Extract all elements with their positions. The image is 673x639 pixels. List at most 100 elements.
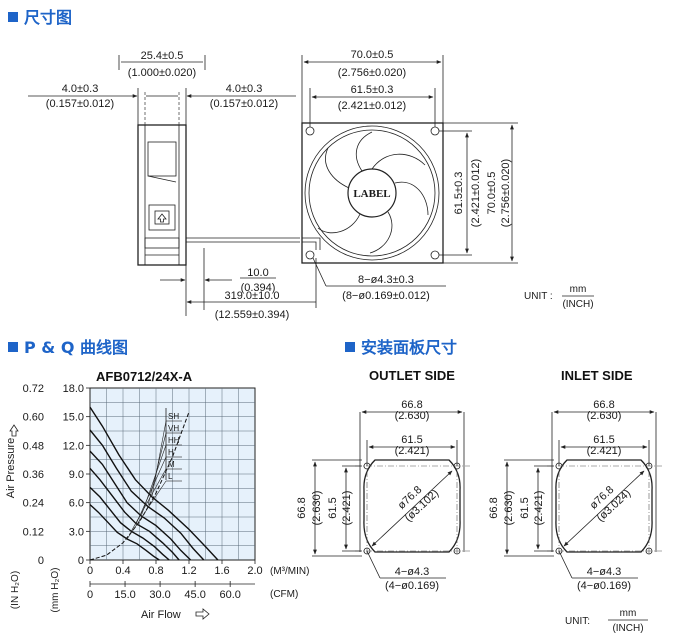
mount-hole-icon [305,250,315,260]
outlet-panel: 66.8 (2.630) 61.5 (2.421) ø76.8 (ø3.102)… [296,399,470,592]
svg-text:4−ø4.3: 4−ø4.3 [587,566,622,578]
panel-hole-icon [555,462,563,470]
hole-span-v-mm: 61.5±0.3 [453,172,465,215]
speed-label: HH [168,436,180,445]
m3-tick-label: 0 [87,565,93,577]
svg-text:(2.630): (2.630) [311,491,323,526]
cfm-unit: (CFM) [270,589,298,600]
in-h2o-tick-label: 0.72 [23,383,44,395]
speed-label: VH [168,424,179,433]
pq-curve-h [89,467,180,561]
strip-length-inch: (0.394) [241,282,276,294]
speed-leader-line [135,456,167,524]
in-h2o-tick-label: 0.60 [23,412,44,424]
m3-tick-label: 2.0 [247,565,262,577]
inlet-panel: 66.8 (2.630) 61.5 (2.421) ø76.8 (ø3.024)… [488,399,662,592]
mm-h2o-tick-label: 0 [78,555,84,567]
fan-label-text: LABEL [353,188,390,200]
hole-span-v-inch: (2.421±0.012) [470,159,482,227]
pq-chart-grid [90,388,255,560]
svg-text:mm: mm [620,608,637,619]
speed-label: SH [168,412,179,421]
outlet-side-title: OUTLET SIDE [369,368,455,383]
svg-text:61.5: 61.5 [593,434,614,446]
right-flange-mm: 4.0±0.3 [226,83,263,95]
in-h2o-tick-label: 0.12 [23,526,44,538]
bullet-square-icon [8,342,18,352]
panel-hole-icon [645,462,653,470]
section-pq-title: P & Q 曲线图 [8,334,128,358]
holes-inch: (8−ø0.169±0.012) [342,290,430,302]
speed-leader-line [151,420,167,497]
panel-hole-icon [453,547,461,555]
mm-h2o-unit: (mm H₂O) [50,568,61,613]
speed-label: H [168,448,174,457]
svg-text:(2.421): (2.421) [533,491,545,526]
speed-leader-line [126,480,167,540]
svg-text:(2.630): (2.630) [503,491,515,526]
speed-leader-line [130,468,167,532]
fan-front-view: LABEL [301,122,444,264]
air-pressure-label: Air Pressure [5,438,17,499]
mm-h2o-tick-label: 9.0 [69,469,84,481]
hole-span-inch: (2.421±0.012) [338,100,406,112]
left-flange-mm: 4.0±0.3 [62,83,99,95]
mm-h2o-tick-label: 12.0 [63,440,84,452]
m3-tick-label: 0.4 [115,565,130,577]
pq-curve-l [89,504,160,561]
dim-front-height: 61.5±0.3 (2.421±0.012) 70.0±0.5 (2.756±0… [439,122,518,264]
bullet-square-icon [8,12,18,22]
svg-text:(4−ø0.169): (4−ø0.169) [385,580,439,592]
svg-text:61.5: 61.5 [519,497,531,518]
mm-h2o-tick-label: 6.0 [69,498,84,510]
speed-leader-line [147,432,167,507]
fan-side-view [137,88,187,266]
panel-hole-icon [453,462,461,470]
pressure-arrow-icon [9,424,19,437]
in-h2o-tick-label: 0.36 [23,469,44,481]
overall-height-mm: 70.0±0.5 [486,172,498,215]
svg-text:UNIT:: UNIT: [565,616,590,627]
overall-width-inch: (2.756±0.020) [338,67,406,79]
svg-text:4−ø4.3: 4−ø4.3 [395,566,430,578]
holes-mm: 8−ø4.3±0.3 [358,274,414,286]
svg-text:66.8: 66.8 [593,399,614,411]
unit-legend-bottom: UNIT: mm (INCH) [565,608,648,634]
svg-text:(2.630): (2.630) [587,410,622,422]
lead-wires: 10.0 (0.394) 319.0±10.0 (12.559±0.394) [160,237,317,321]
cfm-tick-label: 60.0 [219,589,240,601]
svg-text:(2.630): (2.630) [395,410,430,422]
in-h2o-tick-label: 0 [38,555,44,567]
dim-flanges: 4.0±0.3 (0.157±0.012) 4.0±0.3 (0.157±0.0… [28,83,296,110]
lead-length-mm: 319.0±10.0 [225,290,280,302]
svg-text:66.8: 66.8 [401,399,422,411]
hole-span-mm: 61.5±0.3 [351,84,394,96]
airflow-direction-icon [154,210,170,225]
m3-unit: (M³/MIN) [270,566,309,577]
section-dimensions-title: 尺寸图 [8,4,72,28]
strip-length-mm: 10.0 [247,267,268,279]
svg-text:UNIT :: UNIT : [524,291,553,302]
pq-chart-title: AFB0712/24X-A [96,369,193,384]
m3-tick-label: 1.2 [181,565,196,577]
svg-text:(INCH): (INCH) [612,623,643,634]
panel-hole-icon [363,462,371,470]
svg-text:61.5: 61.5 [327,497,339,518]
svg-text:mm: mm [570,284,587,295]
dim-side-width: 25.4±0.5 (1.000±0.020) [118,50,206,79]
svg-text:66.8: 66.8 [296,497,308,518]
panel-hole-icon [645,547,653,555]
cfm-tick-label: 30.0 [149,589,170,601]
svg-text:(4−ø0.169): (4−ø0.169) [577,580,631,592]
m3-tick-label: 0.8 [148,565,163,577]
m3-tick-label: 1.6 [214,565,229,577]
side-width-mm: 25.4±0.5 [141,50,184,62]
lead-length-inch: (12.559±0.394) [215,309,290,321]
panel-hole-icon [555,547,563,555]
dim-front-width: 70.0±0.5 (2.756±0.020) 61.5±0.3 (2.421±0… [301,49,444,127]
svg-text:61.5: 61.5 [401,434,422,446]
mount-hole-icon [305,126,315,136]
svg-text:(INCH): (INCH) [562,299,593,310]
